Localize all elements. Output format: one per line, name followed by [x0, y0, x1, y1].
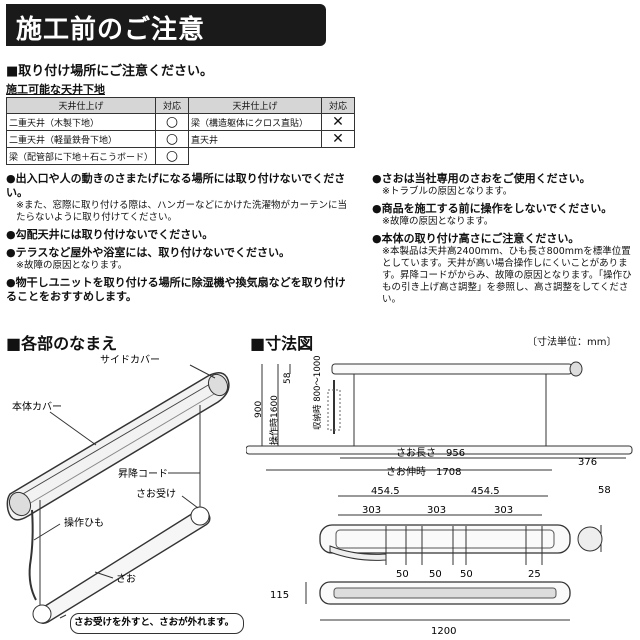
- caution-box: [70, 613, 244, 634]
- dim-58: 58: [283, 372, 293, 384]
- note-text: ●勾配天井には取り付けないでください。: [6, 228, 214, 241]
- label-side-cover: サイドカバー: [100, 354, 160, 366]
- note-text: ●物干しユニットを取り付ける場所に除湿機や換気扇などを取り付けることをおすすめし…: [6, 276, 346, 303]
- dim-1200: 1200: [431, 626, 456, 637]
- note-sub: ※本製品は天井高2400mm、ひも長さ800mmを標準位置としています。天井が高…: [382, 246, 632, 305]
- ng-mark: ✕: [321, 130, 356, 148]
- page-title: 施工前のご注意: [16, 15, 206, 45]
- cell: 梁（構造躯体にクロス直貼）: [188, 113, 323, 131]
- table-row: 二重天井（軽量鉄骨下地） ○ 直天井 ✕: [5, 130, 356, 148]
- notes-right: ●さおは当社専用のさおをご使用ください。 ※トラブルの原因となります。 ●商品を…: [372, 172, 634, 306]
- page-title-banner: 施工前のご注意: [6, 4, 326, 46]
- note-text: ●テラスなど屋外や浴室には、取り付けないでください。: [6, 246, 291, 259]
- dimension-diagram: 900 操作時1600 58 収納時 800～1000 さお長さ 956 さお伸…: [246, 355, 633, 637]
- unit-label: 〔寸法単位：mm〕: [527, 337, 617, 348]
- label-body-cover: 本体カバー: [12, 400, 62, 413]
- ceiling-table: 天井仕上げ 対応 天井仕上げ 対応 二重天井（木製下地） ○ 梁（構造躯体にクロ…: [5, 97, 356, 165]
- dim-454-left: 454.5: [371, 486, 400, 497]
- pole: [32, 506, 211, 625]
- note-text: ●本体の取り付け高さにご注意ください。: [372, 232, 580, 245]
- note-sub: ※また、窓際に取り付ける際は、ハンガーなどにかけた洗濯物がカーテンに当たらないよ…: [16, 200, 347, 223]
- label-string: 操作ひも: [64, 516, 104, 529]
- table-heading: 施工可能な天井下地: [6, 83, 105, 96]
- dim-25: 25: [528, 569, 541, 580]
- note-text: ●さおは当社専用のさおをご使用ください。: [372, 172, 591, 185]
- dim-303-c: 303: [494, 505, 513, 516]
- unit-body: [6, 372, 230, 521]
- note-sub: ※故障の原因となります。: [382, 216, 494, 227]
- dim-303-a: 303: [362, 505, 381, 516]
- parts-diagram: サイドカバー 本体カバー 昇降コード さお受け 操作ひも さお さお受けを外すと…: [6, 354, 234, 628]
- col-header: 天井仕上げ: [188, 97, 323, 114]
- note-text: ●商品を施工する前に操作をしないでください。: [372, 202, 613, 215]
- note-sub: ※トラブルの原因となります。: [382, 186, 513, 197]
- col-header: 天井仕上げ: [5, 97, 157, 114]
- dim-900: 900: [254, 401, 264, 418]
- dim-pole-ext: さお伸時 1708: [386, 466, 461, 478]
- cell: 二重天井（木製下地）: [5, 113, 157, 131]
- dim-50-c: 50: [460, 569, 473, 580]
- cell: [189, 148, 322, 165]
- ok-mark: ○: [155, 130, 190, 148]
- dim-1600: 操作時1600: [268, 395, 280, 445]
- caution-text: さお受けを外すと、さおが外れます。: [74, 616, 234, 628]
- dim-pole-length: さお長さ 956: [396, 447, 465, 459]
- ok-mark: ○: [155, 147, 190, 165]
- dim-303-b: 303: [427, 505, 446, 516]
- dim-50-a: 50: [396, 569, 409, 580]
- note-sub: ※故障の原因となります。: [16, 260, 128, 271]
- col-header: 対応: [155, 97, 190, 114]
- ng-mark: ✕: [321, 113, 356, 131]
- parts-heading: ■各部のなまえ: [6, 334, 118, 353]
- ok-mark: ○: [155, 113, 190, 131]
- cell: 直天井: [188, 130, 323, 148]
- dims-heading: ■寸法図: [250, 334, 314, 353]
- table-row: 二重天井（木製下地） ○ 梁（構造躯体にクロス直貼） ✕: [5, 113, 356, 131]
- cell: 二重天井（軽量鉄骨下地）: [5, 130, 157, 148]
- col-header: 対応: [321, 97, 356, 114]
- table-row: 梁（配管部に下地＋石こうボード） ○: [5, 147, 355, 165]
- dim-454-right: 454.5: [471, 486, 500, 497]
- label-receiver: さお受け: [136, 488, 176, 500]
- note-text: ●出入口や人の動きのさまたげになる場所には取り付けないでください。: [6, 172, 346, 199]
- label-pole: さお: [116, 573, 136, 585]
- cell: [322, 148, 355, 165]
- install-heading: ■取り付け場所にご注意ください。: [6, 64, 214, 79]
- cord-lines: [39, 405, 201, 605]
- dim-range: 収納時 800～1000: [312, 355, 323, 430]
- dim-58-right: 58: [598, 485, 611, 496]
- string-line: [28, 509, 37, 601]
- dim-376: 376: [578, 457, 597, 468]
- dim-115: 115: [270, 590, 289, 601]
- notes-left: ●出入口や人の動きのさまたげになる場所には取り付けないでください。 ※また、窓際…: [6, 172, 351, 304]
- dim-50-b: 50: [429, 569, 442, 580]
- label-cord: 昇降コード: [118, 467, 168, 480]
- cell: 梁（配管部に下地＋石こうボード）: [5, 147, 157, 165]
